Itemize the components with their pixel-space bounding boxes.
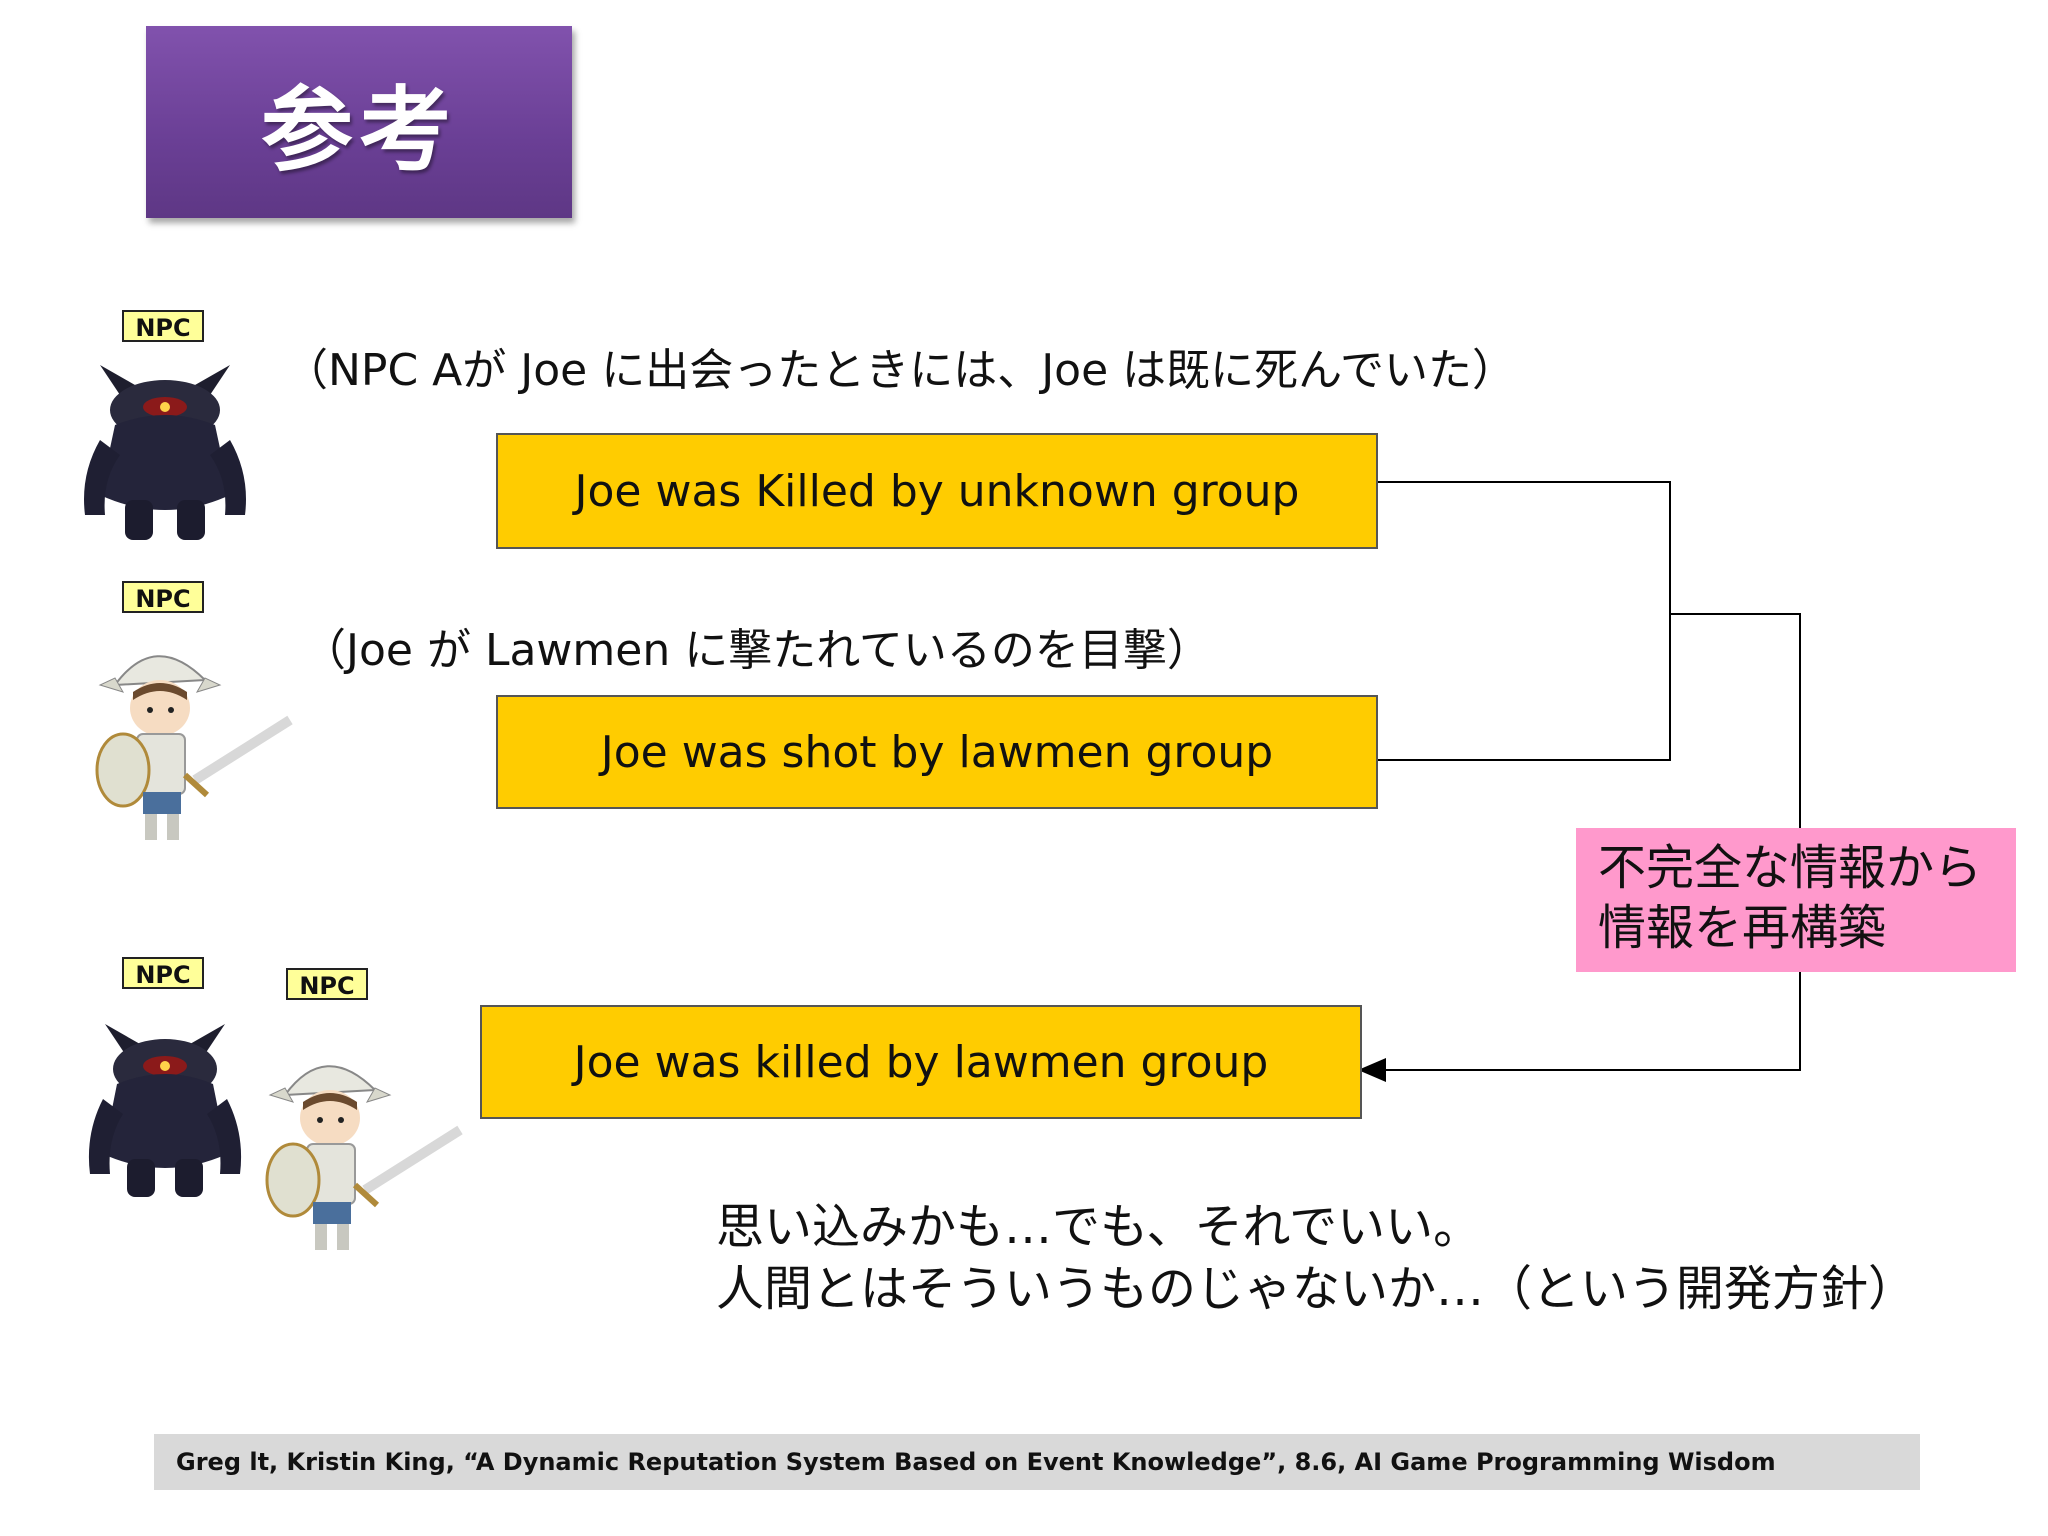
knowledge-box-shot-lawmen: Joe was shot by lawmen group [496, 695, 1378, 809]
bracket-line [1376, 481, 1671, 761]
reconstruct-line-1: 不完全な情報から [1598, 840, 1983, 896]
caption-middle: （Joe が Lawmen に撃たれているのを目撃） [302, 625, 1211, 676]
design-note-line-1: 思い込みかも…でも、それでいい。 [716, 1199, 1482, 1255]
caption-top: （NPC Aが Joe に出会ったときには、Joe は既に死んでいた） [284, 345, 1516, 396]
knowledge-box-label: Joe was killed by lawmen group [573, 1036, 1269, 1088]
title-banner: 参考 [146, 26, 572, 218]
arrow-line [1358, 972, 1801, 1082]
design-note-line-2: 人間とはそういうものじゃないか…（という開発方針） [716, 1261, 1917, 1317]
npc-tag-1: NPC [122, 310, 204, 342]
knowledge-box-label: Joe was Killed by unknown group [574, 465, 1300, 517]
knowledge-box-label: Joe was shot by lawmen group [600, 726, 1274, 778]
reference-footer: Greg lt, Kristin King, “A Dynamic Reputa… [154, 1434, 1920, 1490]
npc-tag-2: NPC [122, 581, 204, 613]
knowledge-box-killed-unknown: Joe was Killed by unknown group [496, 433, 1378, 549]
merge-line [1670, 613, 1801, 828]
page-title: 参考 [260, 76, 457, 184]
reconstruct-line-2: 情報を再構築 [1598, 900, 1887, 956]
reconstruct-note: 不完全な情報から 情報を再構築 [1576, 828, 2016, 972]
knowledge-box-killed-lawmen: Joe was killed by lawmen group [480, 1005, 1362, 1119]
npc-tag-4: NPC [286, 968, 368, 1000]
npc-tag-3: NPC [122, 957, 204, 989]
design-note: 思い込みかも…でも、それでいい。 人間とはそういうものじゃないか…（という開発方… [716, 1196, 1916, 1320]
